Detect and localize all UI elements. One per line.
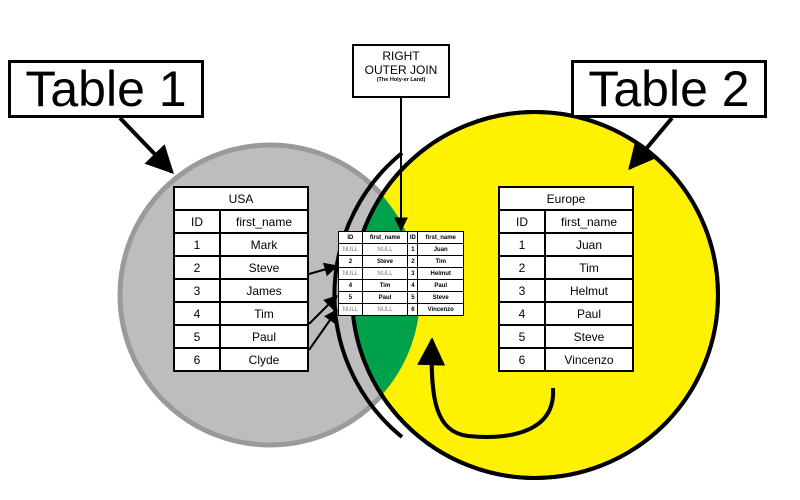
intersection-left-edge: [332, 151, 404, 439]
vincenzo-curve-arrow: [417, 337, 556, 439]
europe-cell: 3: [498, 278, 546, 303]
join-cell: 3: [407, 267, 419, 280]
join-cell: Tim: [417, 255, 464, 268]
usa-header-first-name: first_name: [219, 209, 309, 234]
join-subtitle: (The Holy-er Land): [376, 77, 426, 83]
join-cell: NULL: [338, 303, 363, 316]
join-header-cell: first_name: [361, 231, 409, 244]
join-cell: 4: [407, 279, 419, 292]
europe-cell: Juan: [544, 232, 634, 257]
europe-header-first-name: first_name: [544, 209, 634, 234]
europe-cell: 6: [498, 347, 546, 372]
usa-cell: 4: [173, 301, 221, 326]
usa-header-id: ID: [173, 209, 221, 234]
join-cell: Tim: [361, 279, 409, 292]
join-cell: Helmut: [417, 267, 464, 280]
join-header-cell: ID: [407, 231, 419, 244]
europe-cell: Helmut: [544, 278, 634, 303]
table-row: 4 Tim 4 Paul: [338, 279, 464, 292]
join-cell: Steve: [361, 255, 409, 268]
join-cell: Juan: [417, 243, 464, 256]
usa-table-title: USA: [173, 186, 309, 211]
europe-cell: 5: [498, 324, 546, 349]
join-cell: Paul: [361, 291, 409, 304]
join-cell: NULL: [361, 303, 409, 316]
join-title-line1: RIGHT: [382, 49, 420, 63]
europe-cell: 1: [498, 232, 546, 257]
europe-cell: Tim: [544, 255, 634, 280]
join-cell: 6: [407, 303, 419, 316]
join-cell: NULL: [361, 267, 409, 280]
match-arrow-tim: [308, 295, 338, 325]
join-cell: 4: [338, 279, 363, 292]
join-header-cell: ID: [338, 231, 363, 244]
table1-pointer-arrow: [118, 116, 174, 175]
usa-cell: Mark: [219, 232, 309, 257]
join-cell: 2: [407, 255, 419, 268]
join-cell: NULL: [338, 243, 363, 256]
table2-pointer-arrow: [628, 116, 674, 171]
join-header-cell: first_name: [417, 231, 464, 244]
usa-cell: 5: [173, 324, 221, 349]
join-cell: NULL: [361, 243, 409, 256]
europe-header-id: ID: [498, 209, 546, 234]
join-cell: 5: [407, 291, 419, 304]
join-cell: Steve: [417, 291, 464, 304]
table-row: 5 Paul 5 Steve: [338, 291, 464, 304]
join-label-box: RIGHT OUTER JOIN (The Holy-er Land): [352, 44, 450, 98]
match-arrow-paul: [308, 308, 338, 351]
table-row: 2 Steve 2 Tim: [338, 255, 464, 268]
join-cell: 2: [338, 255, 363, 268]
join-cell: Vincenzo: [417, 303, 464, 316]
europe-cell: 2: [498, 255, 546, 280]
join-result-table: ID first_name ID first_name NULL NULL 1 …: [338, 231, 464, 316]
usa-cell: 2: [173, 255, 221, 280]
join-title-line2: OUTER JOIN: [364, 63, 438, 77]
join-cell: 5: [338, 291, 363, 304]
europe-cell: 4: [498, 301, 546, 326]
join-cell: Paul: [417, 279, 464, 292]
europe-table-title: Europe: [498, 186, 634, 211]
table-row: NULL NULL 3 Helmut: [338, 267, 464, 280]
europe-cell: Vincenzo: [544, 347, 634, 372]
table-row: NULL NULL 6 Vincenzo: [338, 303, 464, 316]
usa-cell: 3: [173, 278, 221, 303]
table-row: NULL NULL 1 Juan: [338, 243, 464, 256]
usa-cell: James: [219, 278, 309, 303]
europe-cell: Paul: [544, 301, 634, 326]
usa-cell: Tim: [219, 301, 309, 326]
usa-cell: Paul: [219, 324, 309, 349]
join-cell: 1: [407, 243, 419, 256]
usa-cell: Clyde: [219, 347, 309, 372]
join-cell: NULL: [338, 267, 363, 280]
europe-cell: Steve: [544, 324, 634, 349]
match-arrow-steve: [308, 262, 339, 277]
usa-cell: Steve: [219, 255, 309, 280]
usa-cell: 6: [173, 347, 221, 372]
table1-label: Table 1: [8, 60, 204, 118]
usa-cell: 1: [173, 232, 221, 257]
table2-label: Table 2: [571, 60, 767, 118]
